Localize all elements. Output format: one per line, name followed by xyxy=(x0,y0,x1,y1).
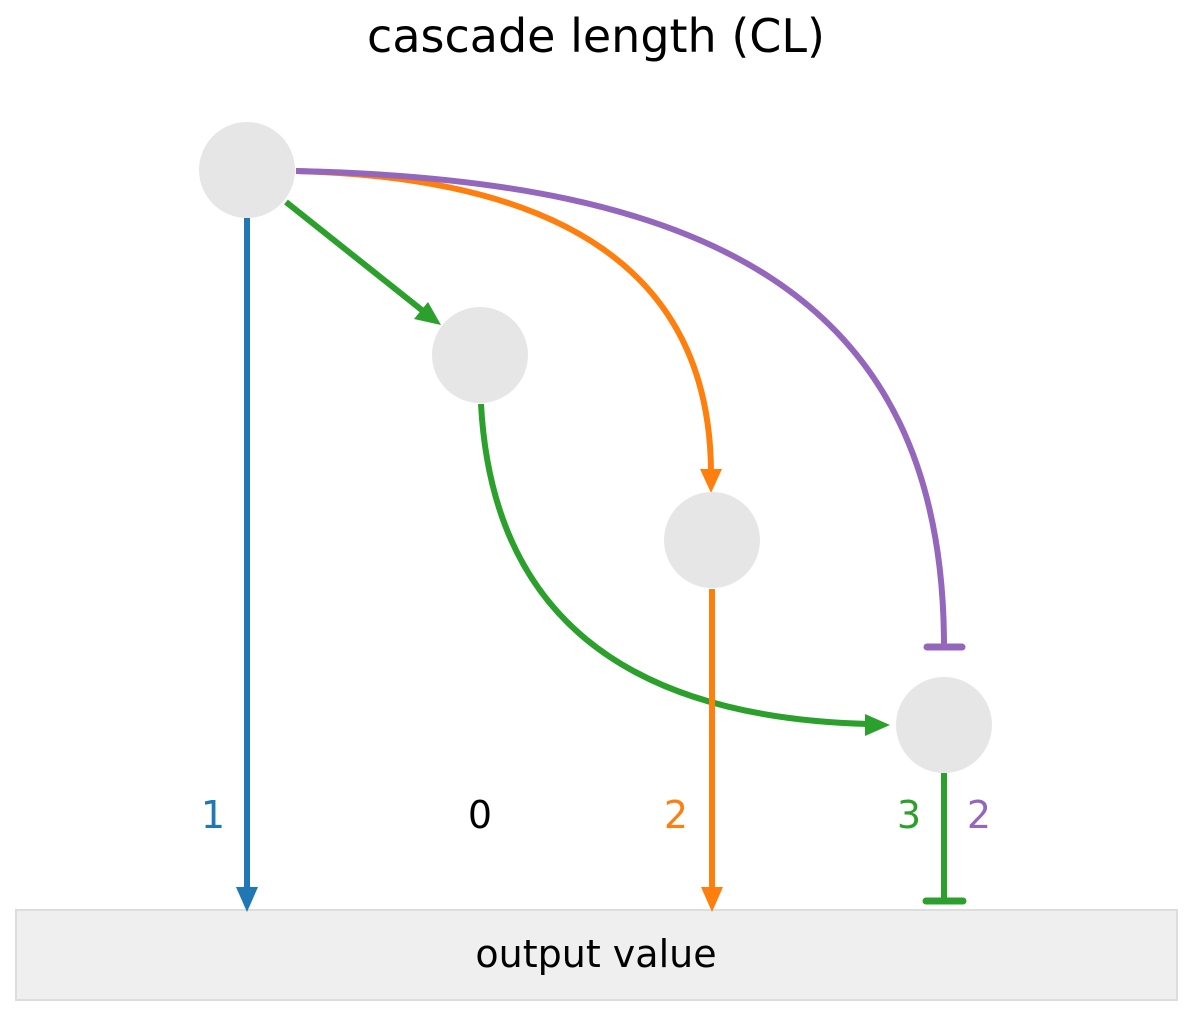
arrowhead-a-to-output xyxy=(236,887,258,912)
nodes-layer xyxy=(199,122,992,773)
edge-a-to-c xyxy=(295,168,714,473)
cascade-labels: 1 0 2 3 2 xyxy=(201,793,991,837)
node-a xyxy=(199,122,295,218)
edge-a-to-b xyxy=(284,199,425,314)
node-b xyxy=(432,307,528,403)
output-box xyxy=(15,909,1178,1001)
arrowhead-b-to-d xyxy=(865,714,890,736)
cascade-label-green: 3 xyxy=(897,793,921,837)
edge-b-to-d xyxy=(478,403,871,727)
diagram-title: cascade length (CL) xyxy=(367,9,825,63)
cascade-label-purple: 2 xyxy=(967,793,991,837)
output-box-label: output value xyxy=(475,932,716,976)
edge-a-to-d xyxy=(295,168,947,647)
cascade-label-orange: 2 xyxy=(664,793,688,837)
cascade-label-node-b: 0 xyxy=(468,793,492,837)
node-d xyxy=(896,677,992,773)
arrowhead-a-to-c xyxy=(700,469,722,493)
cascade-label-blue: 1 xyxy=(201,793,225,837)
node-c xyxy=(664,492,760,588)
edges-layer xyxy=(236,168,967,912)
arrowhead-c-to-output xyxy=(701,887,723,912)
arrowhead-a-to-b xyxy=(414,302,441,325)
